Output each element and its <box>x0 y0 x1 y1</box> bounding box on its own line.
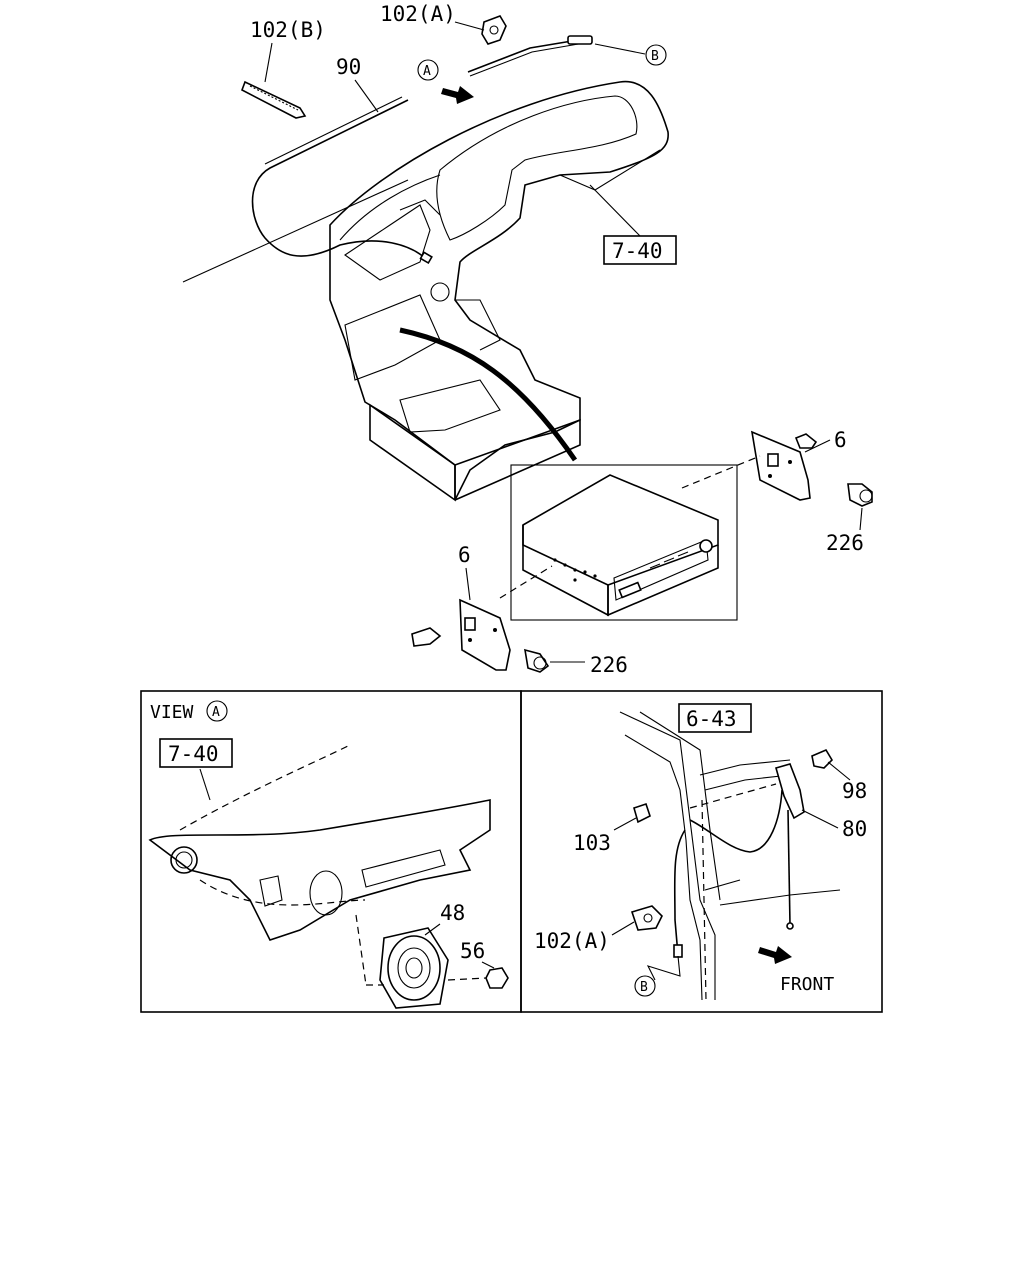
view-a-arrow <box>441 86 474 104</box>
part-label-103: 103 <box>573 831 611 855</box>
part-label-102a-bottom: 102(A) <box>534 929 610 953</box>
antenna-panel: 6-43 98 80 103 <box>520 690 883 1013</box>
svg-text:7-40: 7-40 <box>168 742 219 766</box>
part-label-102b: 102(B) <box>250 18 326 42</box>
clip-103 <box>633 802 651 824</box>
part-label-48: 48 <box>440 901 465 925</box>
part-label-226-left: 226 <box>590 653 628 677</box>
bracket-6-left <box>459 565 553 671</box>
nut-56 <box>485 967 509 989</box>
callout-a-top: A <box>417 59 439 81</box>
svg-text:B: B <box>651 49 659 64</box>
cable-tie-102b <box>241 80 307 119</box>
view-a-title: VIEW <box>150 702 194 723</box>
front-label: FRONT <box>780 974 834 995</box>
ref-box-6-43: 6-43 <box>678 703 752 733</box>
part-label-6-left: 6 <box>458 543 471 567</box>
screw-98 <box>811 748 834 769</box>
part-label-102a: 102(A) <box>380 2 456 26</box>
svg-text:A: A <box>212 705 220 720</box>
ref-box-7-40-view-a: 7-40 <box>159 738 233 801</box>
instrument-panel-drawing <box>182 80 669 502</box>
bracket-6-right <box>681 430 818 501</box>
svg-text:7-40: 7-40 <box>612 239 663 263</box>
part-label-226-right: 226 <box>826 531 864 555</box>
screw-left-small <box>411 627 442 647</box>
speaker-48 <box>379 927 449 1009</box>
part-label-90: 90 <box>336 55 361 79</box>
part-label-98: 98 <box>842 779 867 803</box>
svg-text:B: B <box>640 980 648 995</box>
radio-unit <box>510 464 738 621</box>
clip-102a-bottom <box>630 905 663 931</box>
part-label-56: 56 <box>460 939 485 963</box>
view-a-panel: VIEW A 7-40 48 <box>140 690 522 1013</box>
part-label-6-right: 6 <box>834 428 847 452</box>
clip-102a-top <box>481 15 507 45</box>
view-a-title-callout: A <box>206 700 228 722</box>
part-label-80: 80 <box>842 817 867 841</box>
screw-226-left <box>524 648 550 673</box>
svg-text:6-43: 6-43 <box>686 707 737 731</box>
antenna-80 <box>775 763 805 930</box>
ref-box-7-40-top: 7-40 <box>589 184 677 265</box>
callout-b-bottom: B <box>634 975 656 997</box>
screw-226-right <box>847 483 873 507</box>
callout-b-top: B <box>645 44 667 66</box>
antenna-cable-90 <box>251 96 433 265</box>
svg-text:A: A <box>423 64 431 79</box>
antenna-lead-top <box>467 35 646 77</box>
front-arrow <box>758 946 792 964</box>
